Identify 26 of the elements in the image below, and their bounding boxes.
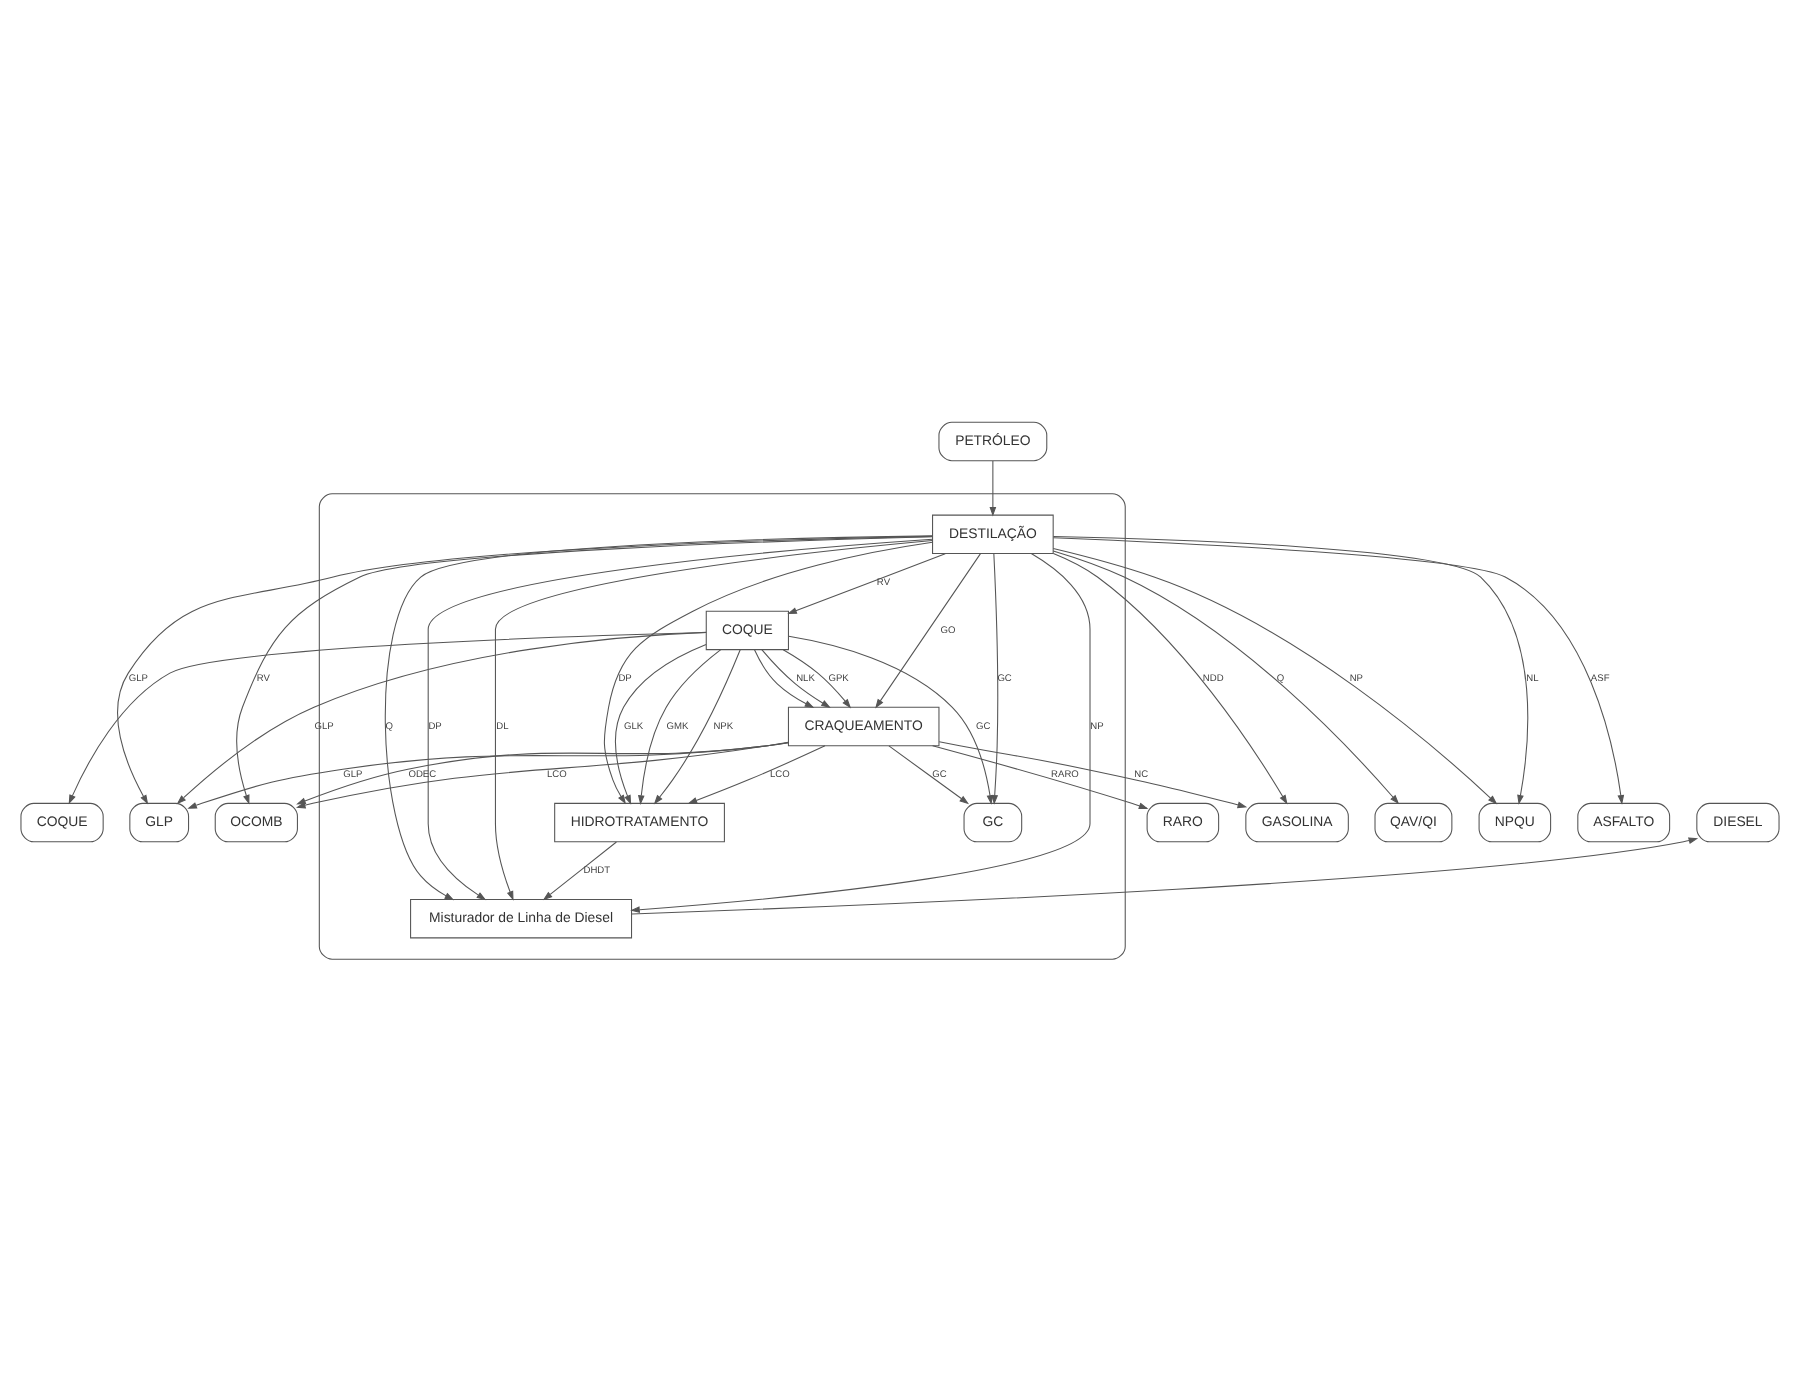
arrow <box>938 741 1248 809</box>
arrow <box>991 553 999 805</box>
arrow <box>68 631 707 805</box>
arrow <box>875 553 981 709</box>
arrow <box>176 631 707 805</box>
arrow <box>687 745 826 804</box>
arrow <box>782 649 852 709</box>
arrow <box>187 742 789 809</box>
arrow <box>542 841 617 901</box>
arrow <box>630 553 1091 914</box>
arrow <box>888 745 970 805</box>
arrow <box>1052 550 1400 805</box>
arrow <box>1052 537 1625 805</box>
arrow <box>653 649 741 805</box>
arrow <box>989 460 997 517</box>
arrow <box>637 649 722 805</box>
arrow <box>932 745 1149 810</box>
arrow <box>1052 552 1288 805</box>
arrow <box>787 553 946 615</box>
arrow <box>788 635 994 805</box>
arrow <box>761 649 831 708</box>
cluster <box>318 493 1126 960</box>
arrow <box>615 643 707 805</box>
arrow <box>603 541 933 805</box>
arrow <box>753 649 815 708</box>
arrow <box>631 837 1699 915</box>
